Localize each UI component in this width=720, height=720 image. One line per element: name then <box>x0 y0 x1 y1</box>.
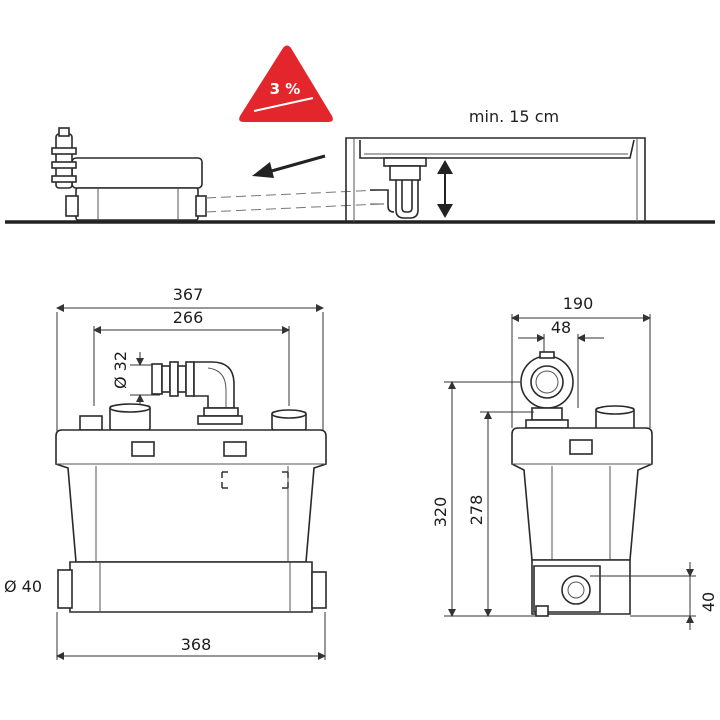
inlet-elbow-pipe <box>151 361 243 425</box>
clearance-label: min. 15 cm <box>469 107 559 126</box>
side-height-body: 278 <box>467 495 486 526</box>
warning-triangle-icon: 3 % <box>239 45 333 122</box>
side-inlet-height: 40 <box>699 592 718 612</box>
side-view: 190 48 <box>431 294 718 630</box>
inlet-diameter-label: Ø 32 <box>111 351 130 389</box>
side-outlet-offset: 48 <box>551 318 571 337</box>
outlet-diameter-label: Ø 40 <box>4 577 42 596</box>
front-width-outlets: 266 <box>173 308 204 327</box>
shower-tray <box>345 137 646 222</box>
installation-scene: 3 % min. 15 cm <box>5 45 715 224</box>
front-base-width: 368 <box>181 635 212 654</box>
slope-badge-text: 3 % <box>270 80 301 98</box>
pump-unit-small <box>51 127 207 221</box>
double-arrow-vertical-icon <box>437 160 453 218</box>
front-width-total: 367 <box>173 285 204 304</box>
side-height-total: 320 <box>431 497 450 528</box>
side-outlet-pipe <box>520 351 574 429</box>
pump-body-side <box>511 427 653 617</box>
front-view: 367 266 Ø 32 <box>4 285 327 660</box>
arrow-left-icon <box>252 154 326 178</box>
side-depth-total: 190 <box>563 294 594 313</box>
pump-body-front <box>55 429 327 613</box>
drain-trap <box>370 157 427 219</box>
